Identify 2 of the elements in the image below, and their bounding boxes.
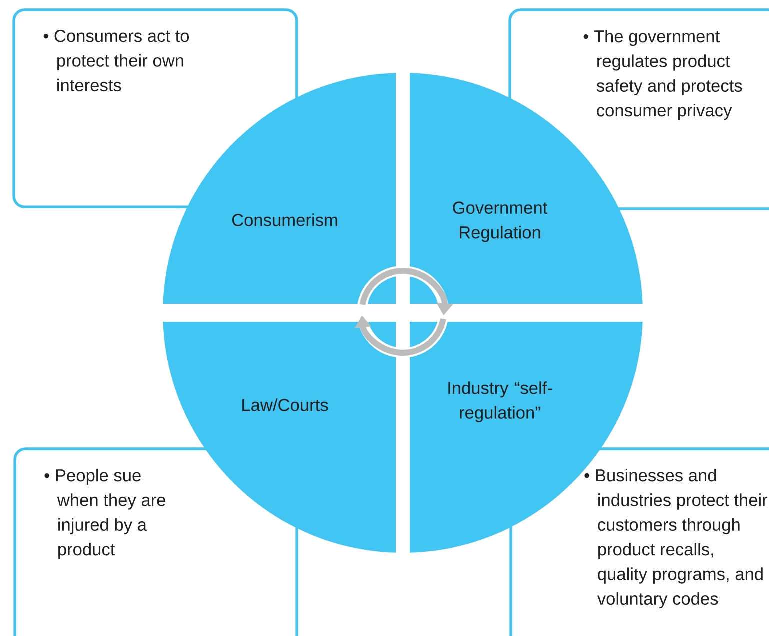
cycle-arrows-icon bbox=[354, 266, 454, 358]
quadrant-segment: Consumerism bbox=[163, 73, 396, 304]
